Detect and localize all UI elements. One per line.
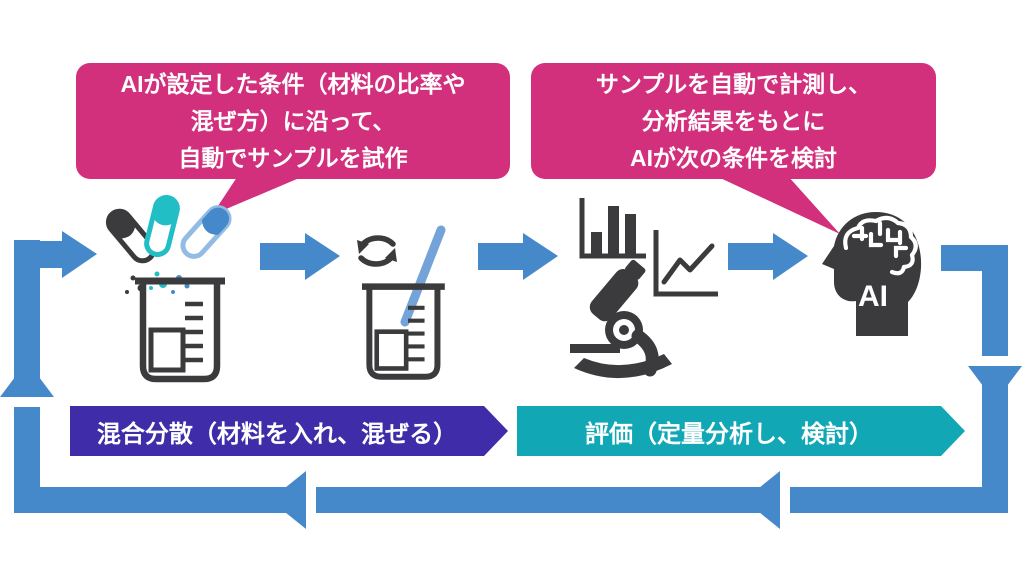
step-arrow-3-icon — [728, 233, 808, 280]
bubble-text-line: AIが設定した条件（材料の比率や — [120, 70, 466, 97]
speech-bubble-measurement: サンプルを自動で計測し、 分析結果をもとに AIが次の条件を検討 — [531, 63, 936, 179]
head-silhouette — [822, 212, 922, 336]
analysis-icons — [570, 198, 718, 379]
banner-mixing-dispersion: 混合分散（材料を入れ、混ぜる） — [70, 406, 508, 456]
brain-icon — [843, 215, 918, 276]
beaker-icon — [362, 283, 445, 380]
stirring-beaker-icon — [357, 225, 446, 380]
banner-evaluation: 評価（定量分析し、検討） — [517, 406, 965, 456]
ai-head-icon: AI — [822, 212, 922, 336]
speech-bubble-fabrication: AIが設定した条件（材料の比率や 混ぜ方）に沿って、 自動でサンプルを試作 — [76, 63, 510, 179]
step-arrow-2-icon — [478, 233, 558, 280]
bubble-text-line: AIが次の条件を検討 — [630, 144, 837, 171]
cycle-arrows-icon — [357, 235, 397, 267]
loop-left-arrow — [0, 231, 97, 513]
bar-chart-icon — [579, 198, 646, 259]
line-chart-icon — [653, 230, 718, 297]
test-tube-dark-icon — [105, 208, 157, 264]
test-tubes-beaker-icon — [105, 195, 232, 383]
bubble-text-line: 分析結果をもとに — [641, 107, 826, 134]
banner-label: 混合分散（材料を入れ、混ぜる） — [96, 420, 458, 448]
banner-label: 評価（定量分析し、検討） — [585, 420, 873, 448]
loop-bottom-arrow — [14, 471, 1008, 529]
bubble-text-line: 混ぜ方）に沿って、 — [190, 107, 396, 134]
bubble-text-line: サンプルを自動で計測し、 — [595, 70, 872, 97]
bubble-text-line: 自動でサンプルを試作 — [178, 144, 408, 171]
ai-label: AI — [858, 280, 888, 313]
test-tube-blue-icon — [180, 205, 232, 259]
beaker-icon — [135, 277, 225, 383]
microscope-icon — [570, 259, 672, 379]
loop-right-arrow — [941, 245, 1022, 513]
step-arrow-1-icon — [260, 233, 340, 280]
test-tube-teal-icon — [144, 195, 180, 257]
